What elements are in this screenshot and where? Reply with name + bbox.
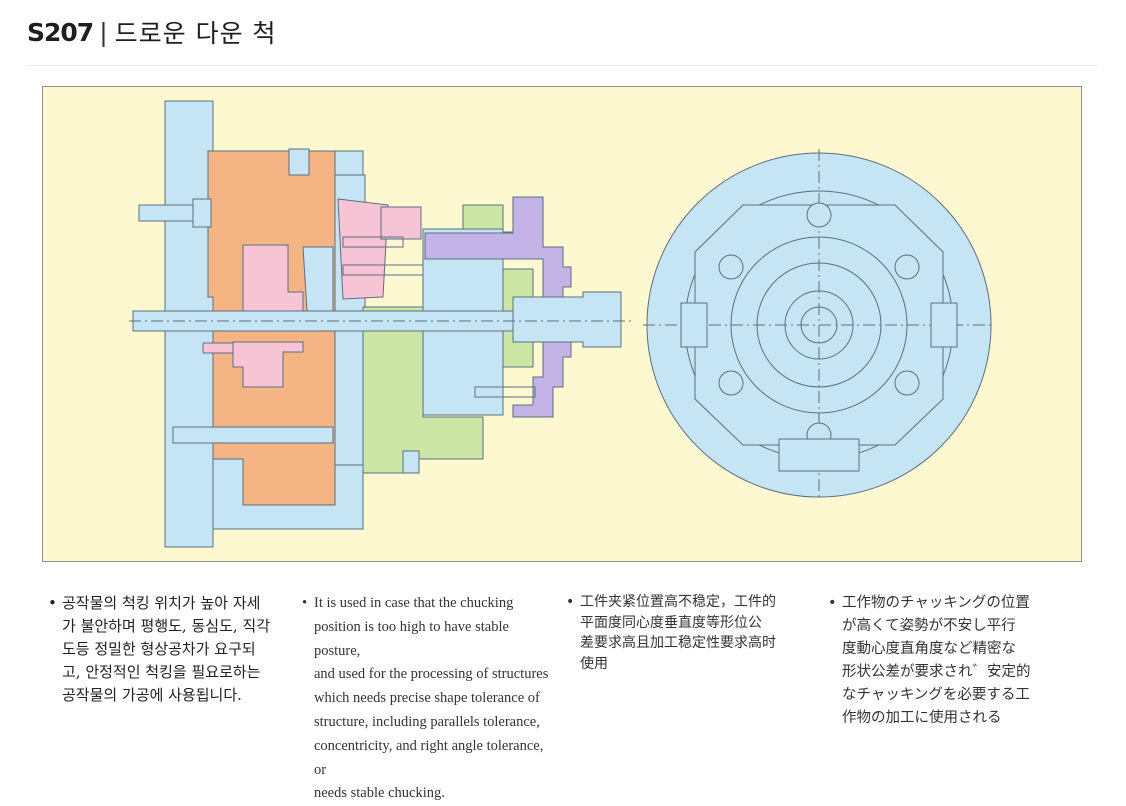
bolt-lower xyxy=(172,426,334,444)
description-korean-text: 공작물의 척킹 위치가 높아 자세 가 불안하며 평행도, 동심도, 직각 도등… xyxy=(48,592,298,707)
pink-block xyxy=(380,206,422,240)
bottom-jaw xyxy=(778,438,860,472)
left-jaw xyxy=(680,302,708,348)
description-english-text: It is used in case that the chucking pos… xyxy=(302,592,552,806)
description-chinese: 工件夹紧位置高不稳定，工件的 平面度同心度垂直度等形位公 差要求高且加工稳定性要… xyxy=(566,592,816,674)
workpiece xyxy=(512,291,622,348)
technical-drawing-panel xyxy=(42,86,1082,562)
description-korean: 공작물의 척킹 위치가 높아 자세 가 불안하며 평행도, 동심도, 직각 도등… xyxy=(48,592,298,707)
title-separator: | xyxy=(99,17,108,47)
hole-lower-left xyxy=(718,370,744,396)
description-japanese-text: 工作物のチャッキングの位置 が高くて姿勢が不安し平行 度動心度直角度など精密な … xyxy=(828,592,1078,730)
cross-section-drawing xyxy=(129,100,633,548)
description-japanese: 工作物のチャッキングの位置 が高くて姿勢が不安し平行 度動心度直角度など精密な … xyxy=(828,592,1078,730)
page-header: S207 | 드로운 다운 척 xyxy=(27,12,277,52)
hole-top xyxy=(806,202,832,228)
purple-housing xyxy=(424,196,572,418)
foot-bolt xyxy=(402,450,420,474)
header-divider xyxy=(27,65,1097,66)
wedge-pink xyxy=(337,198,389,300)
spring xyxy=(202,342,234,354)
right-jaw xyxy=(930,302,958,348)
screw-c xyxy=(474,386,536,398)
product-title: 드로운 다운 척 xyxy=(114,19,277,48)
jaw-lower xyxy=(232,341,304,388)
description-chinese-text: 工件夹紧位置高不稳定，工件的 平面度同心度垂直度等形位公 差要求高且加工稳定性要… xyxy=(566,592,816,674)
front-view-drawing xyxy=(643,149,995,501)
hole-upper-right xyxy=(894,254,920,280)
technical-drawing xyxy=(129,100,995,548)
product-code: S207 xyxy=(27,17,94,47)
hole-lower-right xyxy=(894,370,920,396)
description-english: It is used in case that the chucking pos… xyxy=(302,592,552,806)
screw-b xyxy=(342,264,424,276)
bolt-top xyxy=(288,148,310,176)
bolt-head-upper xyxy=(192,198,212,228)
screw-a xyxy=(342,236,404,248)
hole-upper-left xyxy=(718,254,744,280)
